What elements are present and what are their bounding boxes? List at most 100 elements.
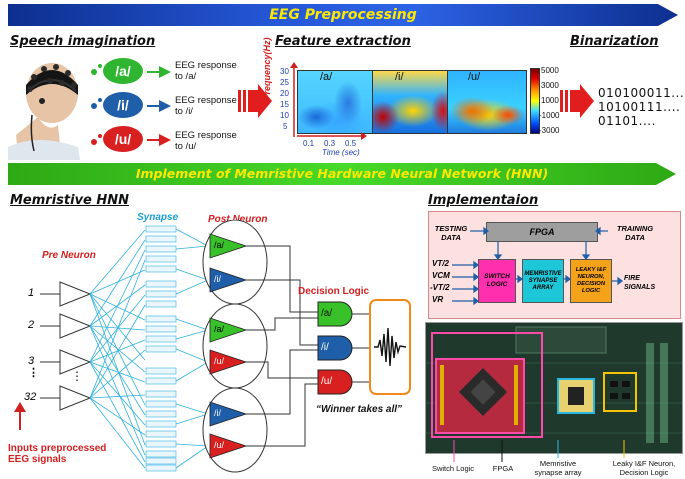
input-vcm: VCM [432,271,450,280]
eeg-response-a-line1: EEG response [175,60,237,71]
spectrogram-u-label: /u/ [468,71,481,83]
caption-leaky-2: Decision Logic [619,468,669,477]
xtick-0-1: 0.1 [303,139,315,148]
binary-line-2: 10100111.... [598,100,681,114]
implement-banner: Implement of Memristive Hardware Neural … [8,163,676,185]
feature-header: Feature extraction [275,34,411,49]
colorbar-5000: 5000 [541,66,559,75]
caption-leaky: Leaky I&F Neuron, Decision Logic [606,459,682,477]
implement-title: Implement of Memristive Hardware Neural … [135,166,549,181]
input-vt2: VT/2 [432,259,449,268]
training-data-label: TRAINING DATA [616,224,654,242]
caption-switch-logic: Switch Logic [431,464,475,473]
head-illustration [8,63,80,160]
eeg-response-a-line2: to /a/ [175,71,197,82]
spectrogram-u [447,70,527,134]
ytick-10: 10 [280,111,289,120]
synapse-label: Synapse [137,212,179,223]
colorbar-1000: 1000 [541,96,559,105]
colorbar [530,68,540,134]
memristive-hnn-header: Memristive HNN [10,193,130,208]
spectrogram-a [297,70,377,134]
colorbar-neg3000: -3000 [539,126,560,135]
eeg-response-i-line1: EEG response [175,95,237,106]
xtick-0-5: 0.5 [345,139,357,148]
spectrogram-i [372,70,452,134]
winner-takes-all: “Winner takes all” [316,404,403,415]
frequency-axis [290,62,298,137]
input-1: 1 [28,287,35,299]
input-neg-vt2-label: -VT/2 [430,283,450,292]
leaky-neuron-label: LEAKY I&F NEURON, DECISION LOGIC [575,267,607,294]
caption-leaky-1: Leaky I&F Neuron, [612,459,676,468]
leaky-neuron-box: LEAKY I&F NEURON, DECISION LOGIC [570,259,612,303]
decision-i: /i/ [321,342,329,353]
svg-text:⋮: ⋮ [71,369,83,383]
post-label-a1: /a/ [214,240,225,250]
caption-synapse-array-1: Memristive [539,459,577,468]
input-dots: ⋮ [28,367,39,379]
synapse-array-box: MEMRISTIVE SYNAPSE ARRAY [522,259,564,303]
implementation-header: Implementaion [428,193,539,208]
frequency-axis-label: Frequency(Hz) [262,37,272,100]
fpga-label: FPGA [529,227,555,237]
ytick-30: 30 [280,67,289,76]
caption-synapse-array-2: synapse array [534,468,582,477]
binary-line-3: 01101.... [598,114,656,128]
spectrogram-a-label: /a/ [320,71,333,83]
decision-a: /a/ [321,308,333,319]
ytick-25: 25 [280,78,289,87]
input-vcm-label: VCM [432,271,450,280]
input-vr: VR [432,295,443,304]
hnn-network: ⋮ [14,220,411,473]
input-vt2-label: VT/2 [432,259,449,268]
binary-line-1: 010100011.... [598,86,685,100]
eeg-response-u-line1: EEG response [175,130,237,141]
board-graphic [426,323,682,453]
eeg-response-u: EEG response to /u/ [175,130,237,152]
speech-header: Speech imagination [10,34,156,49]
xtick-0-3: 0.3 [324,139,336,148]
caption-fpga: FPGA [492,464,514,473]
eeg-response-u-line2: to /u/ [175,141,197,152]
binary-red-arrow [560,84,594,118]
preprocessing-banner: EEG Preprocessing [8,4,678,26]
post-label-u1: /u/ [214,356,225,366]
fpga-board-photo [425,322,683,454]
post-label-i2: /i/ [214,408,222,418]
red-arrow-left [238,84,272,118]
switch-logic-box: SWITCH LOGIC [478,259,516,303]
post-label-i1: /i/ [214,274,222,284]
thought-dots [91,64,102,145]
testing-data-label: TESTING DATA [434,224,468,242]
bubble-u: /u/ [103,126,143,152]
post-label-a2: /a/ [214,324,225,334]
input-3: 3 [28,355,35,367]
input-neg-vt2: -VT/2 [430,283,450,292]
ytick-20: 20 [280,89,289,98]
eeg-response-i-line2: to /i/ [175,106,193,117]
switch-logic-label: SWITCH LOGIC [484,273,510,288]
time-axis-label: Time (sec) [322,148,360,157]
eeg-response-i: EEG response to /i/ [175,95,237,117]
pre-neuron-label: Pre Neuron [42,250,96,261]
eeg-response-a: EEG response to /a/ [175,60,237,82]
decision-logic-label: Decision Logic [298,286,370,297]
preprocessing-title: EEG Preprocessing [269,7,417,23]
decision-u: /u/ [321,376,333,387]
time-axis [297,132,367,140]
post-neuron-label: Post Neuron [208,214,268,225]
binarization-header: Binarization [570,34,659,49]
caption-synapse-array: Memristive synapse array [528,459,588,477]
bubble-a: /a/ [103,58,143,84]
colorbar-3000: 3000 [541,81,559,90]
bubble-i: /i/ [103,92,143,118]
bubble-arrows [147,66,171,146]
inputs-caption: Inputs preprocessed EEG signals [8,443,106,465]
caption-pointers [453,440,625,462]
post-label-u2: /u/ [214,440,225,450]
fire-signals-label: FIRE SIGNALS [624,275,656,291]
inputs-caption-line2: EEG signals [8,454,67,465]
spectrogram-i-label: /i/ [395,71,404,83]
implementation-wires [452,226,623,306]
